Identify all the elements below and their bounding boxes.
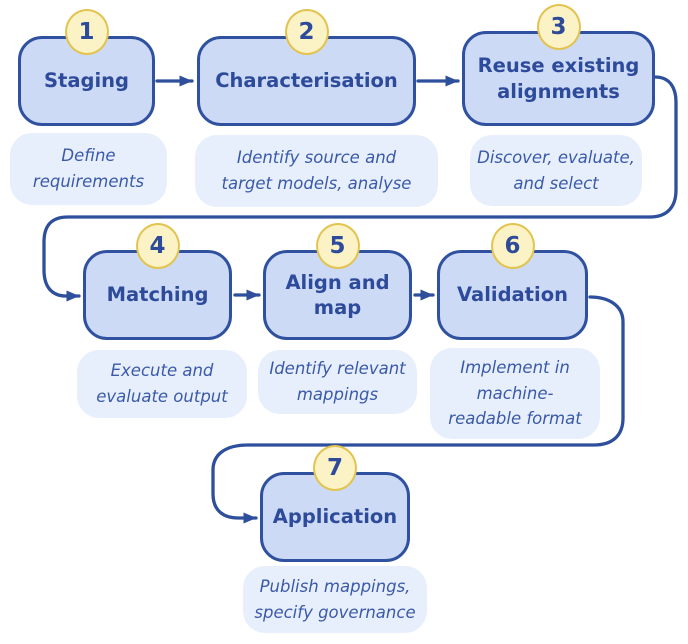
- step-number: 6: [504, 233, 521, 259]
- step-title-align-and-map: Align and map: [285, 270, 390, 319]
- step-title-characterisation: Characterisation: [215, 69, 398, 93]
- step-desc-text: Discover, evaluate, and select: [477, 147, 635, 193]
- step-title-validation: Validation: [457, 283, 568, 307]
- step-desc-validation: Implement in machine- readable format: [430, 348, 600, 439]
- step-desc-text: Implement in machine- readable format: [448, 358, 582, 429]
- step-desc-text: Define requirements: [32, 146, 145, 191]
- step-box-align-and-map: 5 Align and map: [263, 223, 412, 340]
- step-box-reuse-existing-alignments: 3 Reuse existing alignments: [462, 4, 655, 126]
- step-number: 5: [329, 233, 346, 259]
- arrow-reuse-to-matching: [42, 75, 678, 302]
- step-badge-7: 7: [313, 445, 357, 491]
- step-box-application: 7 Application: [260, 445, 410, 562]
- step-box-staging: 1 Staging: [18, 9, 155, 126]
- step-title-matching: Matching: [106, 283, 209, 307]
- step-desc-align-and-map: Identify relevant mappings: [258, 350, 417, 414]
- step-number: 1: [78, 19, 95, 45]
- step-desc-text: Execute and evaluate output: [96, 361, 228, 406]
- step-badge-2: 2: [284, 9, 329, 55]
- step-desc-text: Identify relevant mappings: [269, 359, 406, 404]
- arrow-validation-to-application: [211, 295, 625, 524]
- step-desc-characterisation: Identify source and target models, analy…: [195, 135, 438, 207]
- step-number: 3: [550, 14, 567, 40]
- step-number: 2: [298, 19, 315, 45]
- step-box-matching: 4 Matching: [83, 223, 232, 340]
- step-badge-3: 3: [536, 4, 581, 50]
- step-box-validation: 6 Validation: [437, 223, 588, 340]
- step-desc-application: Publish mappings, specify governance: [243, 566, 427, 633]
- step-title-application: Application: [272, 505, 398, 529]
- step-title-reuse-existing-alignments: Reuse existing alignments: [477, 54, 640, 103]
- step-box-characterisation: 2 Characterisation: [197, 9, 416, 126]
- step-number: 4: [149, 233, 166, 259]
- step-number: 7: [326, 455, 343, 481]
- step-desc-staging: Define requirements: [10, 133, 167, 205]
- step-badge-1: 1: [64, 9, 109, 55]
- step-desc-matching: Execute and evaluate output: [77, 350, 247, 418]
- step-desc-text: Identify source and target models, analy…: [221, 148, 412, 193]
- step-desc-text: Publish mappings, specify governance: [254, 576, 416, 622]
- step-title-staging: Staging: [43, 69, 129, 93]
- step-badge-4: 4: [135, 223, 180, 269]
- step-badge-5: 5: [315, 223, 360, 269]
- step-badge-6: 6: [490, 223, 535, 269]
- step-desc-reuse-existing-alignments: Discover, evaluate, and select: [470, 135, 642, 206]
